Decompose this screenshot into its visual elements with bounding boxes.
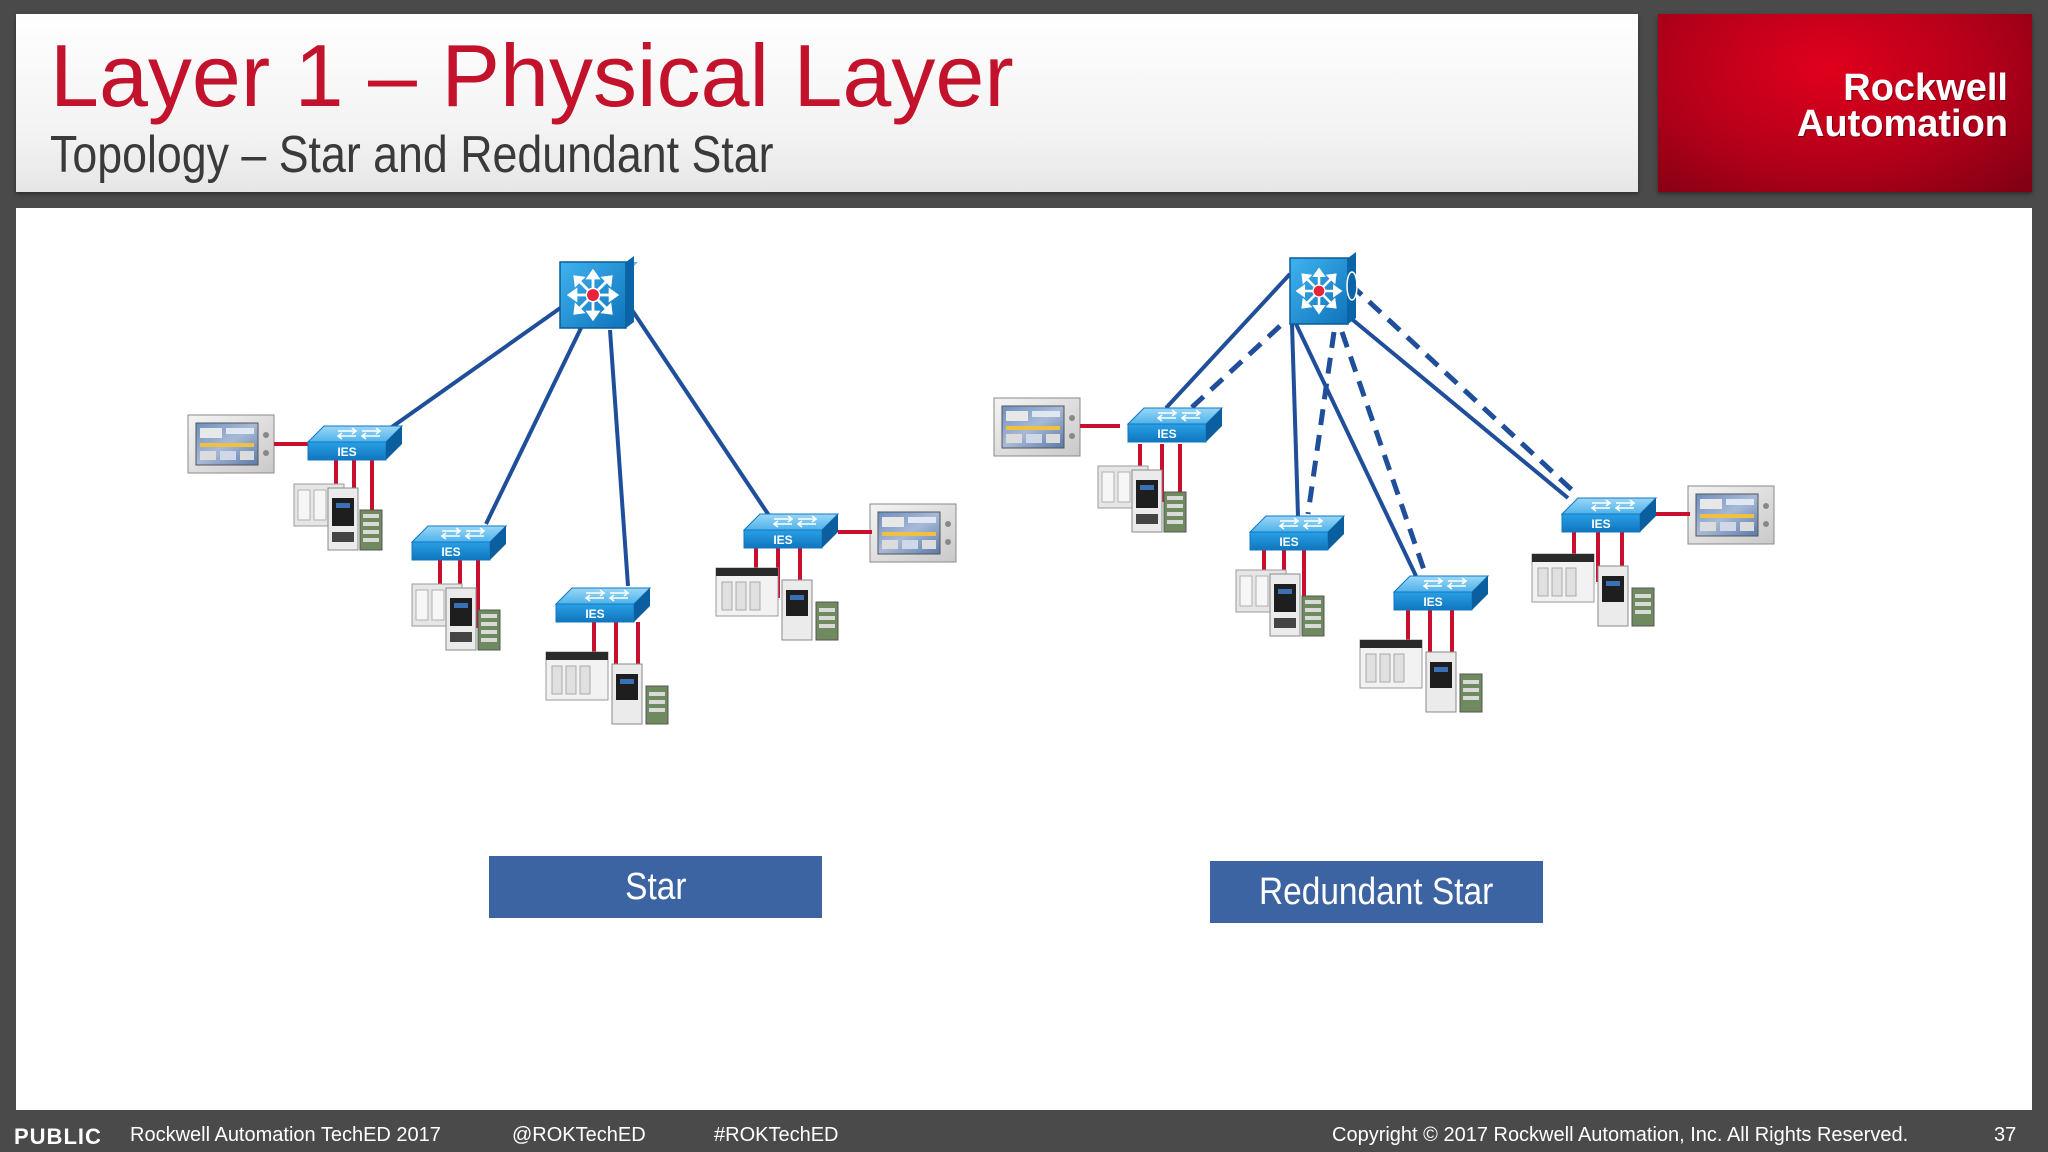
star-uplink-4 bbox=[626, 302, 778, 528]
ies-label: IES bbox=[1157, 427, 1176, 441]
star-core-switch bbox=[559, 256, 638, 329]
slide-subtitle: Topology – Star and Redundant Star bbox=[50, 126, 774, 184]
copyright: Copyright © 2017 Rockwell Automation, In… bbox=[1332, 1124, 1909, 1146]
star-hmi-1 bbox=[187, 414, 275, 474]
redundant-ies-switch-4: IES bbox=[1560, 497, 1658, 533]
redundant-hmi-1 bbox=[993, 397, 1081, 457]
logo-line-2: Automation bbox=[1796, 103, 2008, 145]
star-uplinks bbox=[380, 302, 778, 587]
star-devices-3 bbox=[545, 651, 669, 725]
redundant-backup-links bbox=[1174, 282, 1574, 571]
slide-title: Layer 1 – Physical Layer bbox=[50, 26, 1014, 125]
star-label: Star bbox=[489, 856, 822, 918]
star-devices-1 bbox=[293, 483, 383, 551]
ies-label: IES bbox=[1423, 595, 1442, 609]
ies-label: IES bbox=[441, 545, 460, 559]
star-ies-switch-2: IES bbox=[410, 525, 508, 561]
star-ies-switch-4: IES bbox=[742, 513, 840, 549]
redundant-hmi-4 bbox=[1687, 485, 1775, 545]
star-topology: IES IES IES bbox=[187, 256, 957, 725]
page-number: 37 bbox=[1994, 1124, 2017, 1146]
slide-header: Layer 1 – Physical Layer Topology – Star… bbox=[16, 14, 1638, 192]
redundant-ies-switch-3: IES bbox=[1392, 575, 1490, 611]
ies-label: IES bbox=[585, 607, 604, 621]
rockwell-logo: Rockwell Automation bbox=[1658, 14, 2032, 192]
star-devices-2 bbox=[411, 583, 501, 651]
redundant-star-label: Redundant Star bbox=[1210, 861, 1543, 923]
star-ies-switch-1: IES bbox=[306, 425, 404, 461]
star-uplink-1 bbox=[380, 302, 568, 436]
redundant-devices-4 bbox=[1531, 553, 1655, 627]
twitter-handle: @ROKTechED bbox=[512, 1124, 646, 1146]
ies-label: IES bbox=[337, 445, 356, 459]
star-hmi-4 bbox=[869, 503, 957, 563]
hashtag: #ROKTechED bbox=[714, 1124, 839, 1146]
redundant-core-switch bbox=[1289, 252, 1358, 325]
slide-body: IES IES IES bbox=[16, 208, 2032, 1110]
ies-label: IES bbox=[1591, 517, 1610, 531]
star-ies-switch-3: IES bbox=[554, 587, 652, 623]
ies-label: IES bbox=[773, 533, 792, 547]
redundant-devices-1 bbox=[1097, 465, 1187, 533]
classification-label: PUBLIC bbox=[14, 1124, 102, 1149]
redundant-ies-switch-1: IES bbox=[1126, 407, 1224, 443]
redundant-star-label-text: Redundant Star bbox=[1259, 870, 1494, 913]
event-name: Rockwell Automation TechED 2017 bbox=[130, 1124, 441, 1146]
star-uplink-2 bbox=[484, 327, 583, 525]
redundant-devices-3 bbox=[1359, 639, 1483, 713]
redundant-uplinks bbox=[1164, 272, 1570, 577]
ies-label: IES bbox=[1279, 535, 1298, 549]
star-uplink-3 bbox=[608, 329, 630, 587]
redundant-ies-switch-2: IES bbox=[1248, 515, 1346, 551]
star-devices-4 bbox=[715, 567, 839, 641]
logo-wordmark: Rockwell Automation bbox=[1796, 67, 2008, 145]
logo-line-1: Rockwell bbox=[1843, 67, 2008, 109]
slide-footer: PUBLIC Rockwell Automation TechED 2017 @… bbox=[0, 1116, 2048, 1152]
redundant-star-topology: IES IES IES bbox=[993, 252, 1775, 713]
redundant-devices-2 bbox=[1235, 569, 1325, 637]
topology-diagram: IES IES IES bbox=[187, 252, 1775, 725]
star-label-text: Star bbox=[624, 865, 687, 908]
